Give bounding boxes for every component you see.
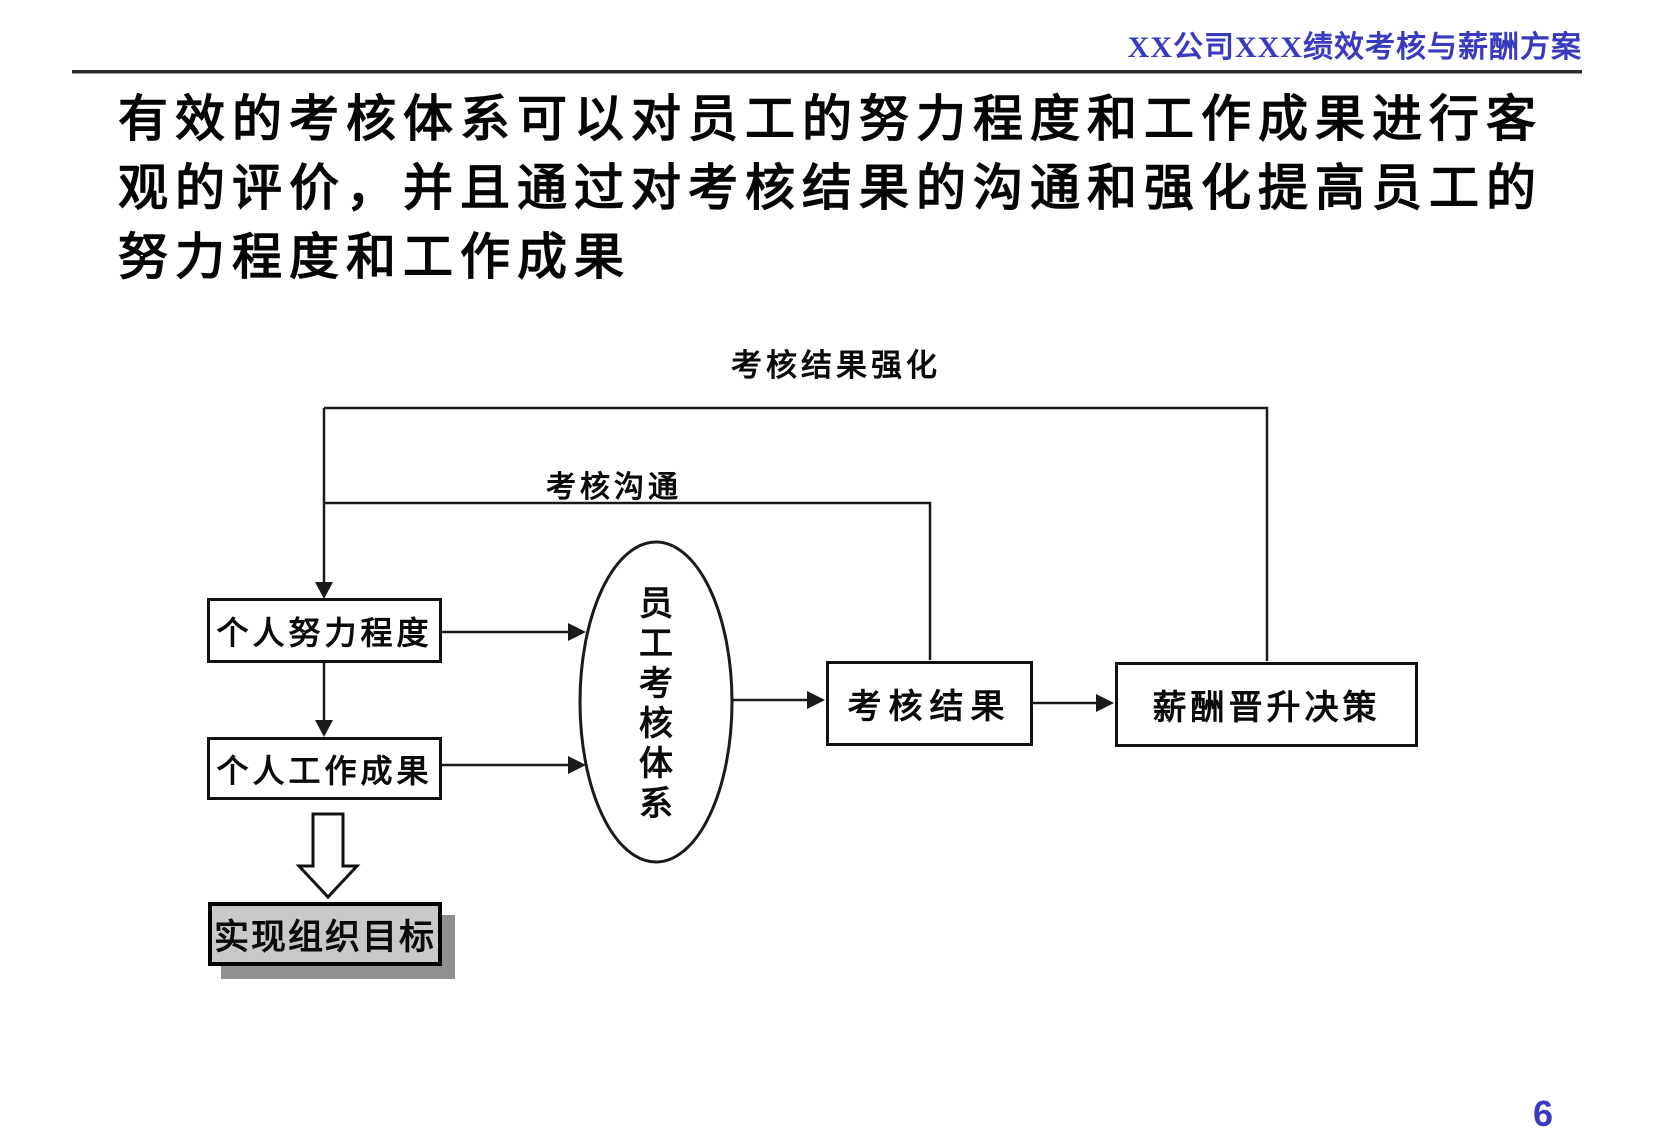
- node-individual-work-results: 个人工作成果: [207, 737, 442, 800]
- node-employee-assessment-system-label: 员工考核体系: [639, 585, 673, 823]
- block-down-arrow: [295, 812, 361, 900]
- title-line-2: 观的评价，并且通过对考核结果的沟通和强化提高员工的: [118, 158, 1543, 217]
- arrowhead-into-effort: [315, 582, 333, 599]
- connector-communicate-feedback: [324, 501, 932, 660]
- header-divider: [72, 70, 1582, 74]
- node-assessment-result: 考核结果: [826, 661, 1033, 746]
- node-pay-promotion-decision: 薪酬晋升决策: [1115, 662, 1418, 747]
- feedback-communicate-label: 考核沟通: [546, 471, 682, 504]
- arrowhead-into-results: [315, 720, 333, 737]
- arrowhead-results-into-system: [568, 756, 586, 774]
- arrowhead-effort-into-system: [568, 623, 586, 641]
- feedback-reinforce-label: 考核结果强化: [731, 348, 941, 383]
- arrowhead-into-result: [807, 691, 825, 709]
- assessment-system-ellipse: [578, 540, 734, 864]
- page-number: 6: [1532, 1093, 1553, 1134]
- connector-reinforce-feedback: [324, 406, 1269, 661]
- node-achieve-org-goal: 实现组织目标: [208, 902, 442, 966]
- arrowhead-into-pay: [1096, 694, 1114, 712]
- slide-title: 有效的考核体系可以对员工的努力程度和工作成果进行客 观的评价，并且通过对考核结果…: [118, 84, 1558, 291]
- node-individual-effort: 个人努力程度: [207, 598, 442, 663]
- title-line-3: 努力程度和工作成果: [118, 227, 631, 286]
- slide-header-title: XX公司XXX绩效考核与薪酬方案: [1127, 31, 1582, 64]
- title-line-1: 有效的考核体系可以对员工的努力程度和工作成果进行客: [118, 89, 1543, 148]
